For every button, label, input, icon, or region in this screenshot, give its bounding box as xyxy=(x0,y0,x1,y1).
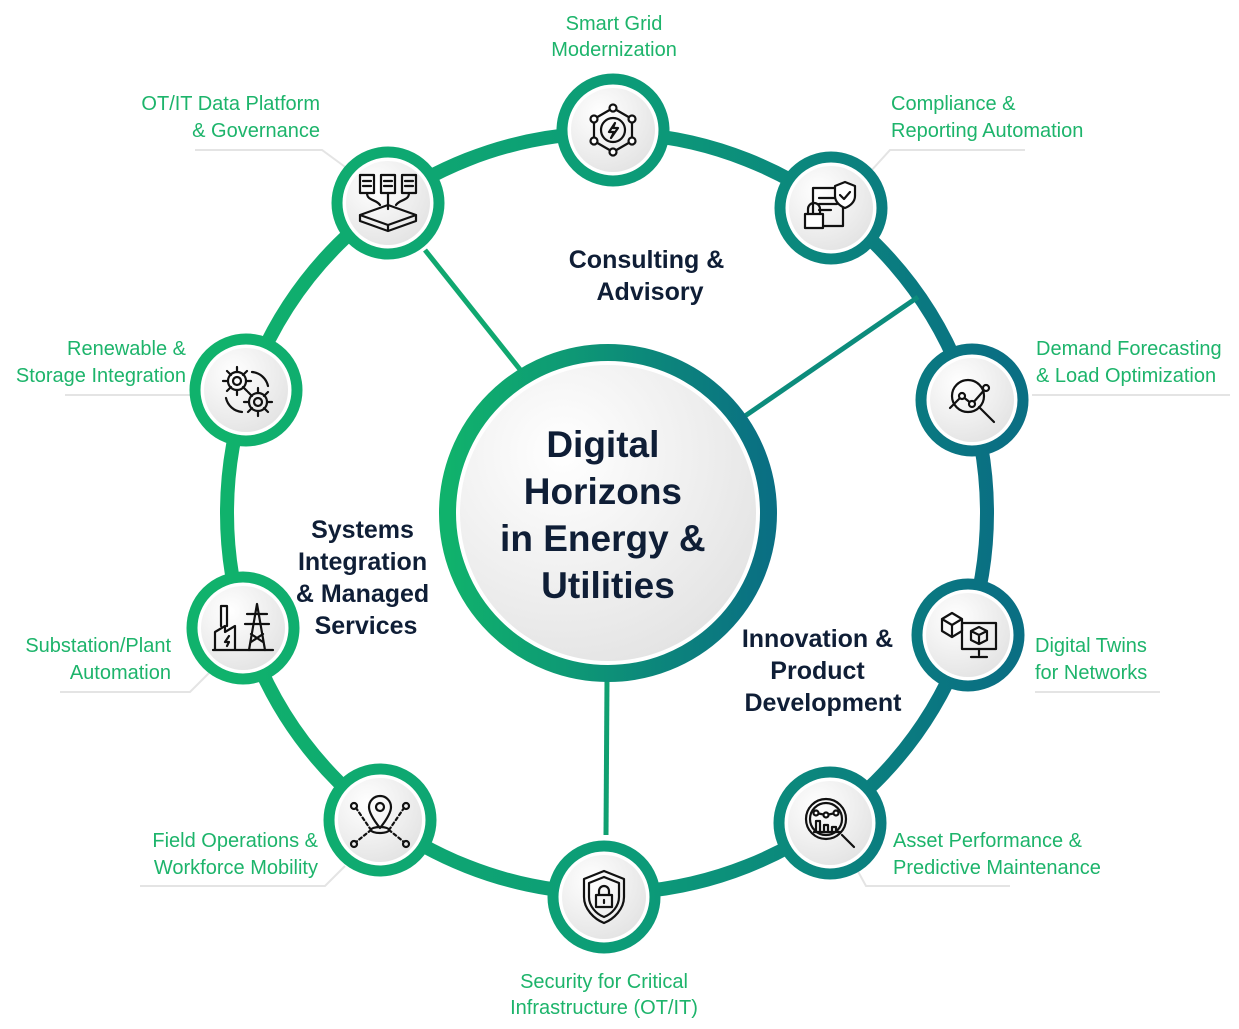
sector-systems-integration: Systems Integration & Managed Services xyxy=(296,516,436,640)
leader-lines xyxy=(60,149,1230,887)
shield-lock-icon xyxy=(582,869,626,925)
documents-to-platform-icon xyxy=(358,173,418,233)
node-demand xyxy=(915,343,1029,457)
cube-monitor-icon xyxy=(940,611,998,659)
sector-innovation-product: Innovation & Product Development xyxy=(742,625,902,717)
node-security xyxy=(547,840,661,954)
document-shield-lock-icon xyxy=(803,180,857,230)
power-plant-tower-icon xyxy=(211,602,275,652)
node-smart-grid xyxy=(556,73,670,187)
center-title: Digital Horizons in Energy & Utilities xyxy=(500,424,716,606)
grid-network-bolt-icon xyxy=(589,103,637,157)
node-disc xyxy=(338,778,422,862)
node-renewable xyxy=(189,333,303,447)
analytics-magnifier-icon xyxy=(948,378,996,424)
gears-icon xyxy=(221,365,274,418)
node-digital-twins xyxy=(911,578,1025,692)
node-disc xyxy=(201,586,285,670)
chart-magnifier-icon xyxy=(804,797,856,849)
node-disc xyxy=(789,166,873,250)
label-asset: Asset Performance &Predictive Maintenanc… xyxy=(893,830,1101,879)
label-otit: OT/IT Data Platform& Governance xyxy=(141,93,320,142)
center-hub: Digital Horizons in Energy & Utilities xyxy=(439,344,777,682)
node-otit xyxy=(331,146,445,260)
label-field: Field Operations &Workforce Mobility xyxy=(152,830,318,879)
node-compliance xyxy=(774,151,888,265)
node-disc xyxy=(571,88,655,172)
node-disc xyxy=(788,781,872,865)
label-demand: Demand Forecasting& Load Optimization xyxy=(1036,338,1222,387)
label-renewable: Renewable &Storage Integration xyxy=(16,338,187,387)
location-pin-network-icon xyxy=(349,794,411,849)
spokes xyxy=(423,248,920,836)
sector-consulting-advisory: Consulting & Advisory xyxy=(569,246,731,306)
node-disc xyxy=(562,855,646,939)
node-asset xyxy=(773,766,887,880)
label-compliance: Compliance &Reporting Automation xyxy=(891,93,1083,142)
node-disc xyxy=(926,593,1010,677)
node-substation xyxy=(186,571,300,685)
node-field xyxy=(323,763,437,877)
